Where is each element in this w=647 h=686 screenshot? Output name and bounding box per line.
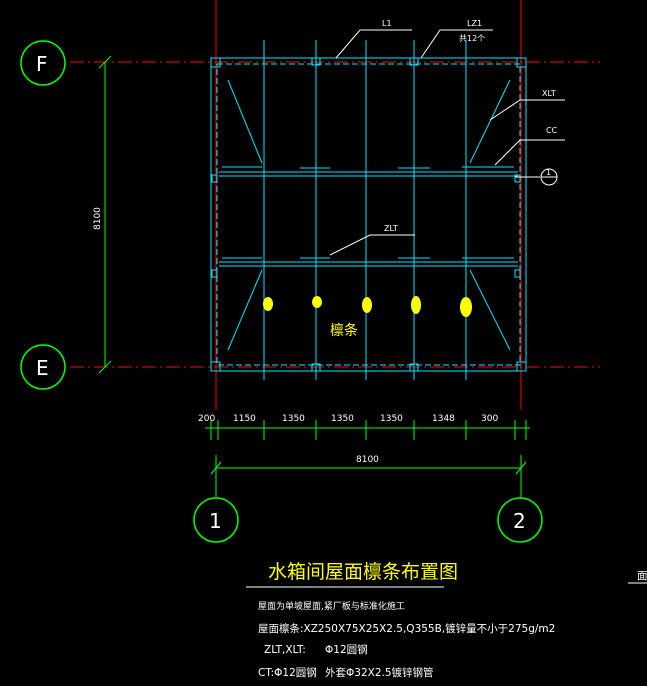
dim-seg-7: 300 (481, 414, 498, 424)
axis-bubble-2: 2 (497, 497, 543, 543)
dim-seg-1: 200 (198, 414, 215, 424)
axis-bubble-e: E (20, 344, 66, 390)
svg-text:2: 2 (513, 509, 526, 533)
tie-rods (219, 166, 518, 267)
note-line-4a: CT:Φ12圆钢 (258, 666, 317, 679)
bottom-dimension (205, 420, 530, 498)
drawing-title: 水箱间屋面檩条布置图 (268, 561, 458, 583)
dim-seg-5: 1350 (380, 414, 403, 424)
leaders (329, 29, 565, 256)
diagonal-braces (227, 79, 511, 351)
note-line-3a: ZLT,XLT: (264, 644, 306, 656)
axis-bubble-1: 1 (193, 497, 239, 543)
grid-axis-lines (70, 0, 600, 410)
dim-seg-6: 1348 (432, 414, 455, 424)
vertical-dim-text: 8100 (93, 207, 103, 230)
vertical-dimension (98, 55, 112, 374)
edge-label: 面 (637, 570, 647, 582)
note-line-2: 屋面檩条:XZ250X75X25X2.5,Q355B,镀锌量不小于275g/m2 (258, 622, 555, 635)
label-cc: CC (546, 126, 558, 135)
label-xlt: XLT (542, 89, 556, 98)
dim-total: 8100 (356, 455, 379, 465)
note-line-4b: 外套Φ32X2.5镀锌钢管 (325, 666, 434, 679)
svg-text:1: 1 (209, 509, 222, 533)
dim-seg-2: 1150 (233, 414, 256, 424)
section-marker: 1 (515, 168, 558, 186)
dim-seg-3: 1350 (282, 414, 305, 424)
bottom-dim-texts: 200 1150 1350 1350 1350 1348 300 300 810… (198, 414, 498, 465)
label-zlt: ZLT (384, 224, 398, 233)
axis-bubble-f: F (20, 40, 66, 86)
purlin-lines (263, 40, 467, 380)
note-line-1: 屋面为单坡屋面,紧厂板与标准化施工 (258, 600, 405, 612)
label-lz1-count: 共12个 (459, 34, 485, 43)
svg-text:E: E (36, 356, 49, 380)
note-line-3b: Φ12圆钢 (325, 643, 368, 656)
svg-text:1: 1 (546, 168, 551, 177)
column-stubs (210, 57, 527, 372)
svg-text:F: F (36, 52, 48, 76)
perimeter-frame (210, 57, 527, 372)
purlin-markers (263, 296, 472, 317)
label-lz1: LZ1 (467, 19, 482, 28)
label-l1: L1 (382, 19, 392, 28)
purlin-label: 檩条 (330, 322, 358, 339)
dim-seg-4: 1350 (331, 414, 354, 424)
